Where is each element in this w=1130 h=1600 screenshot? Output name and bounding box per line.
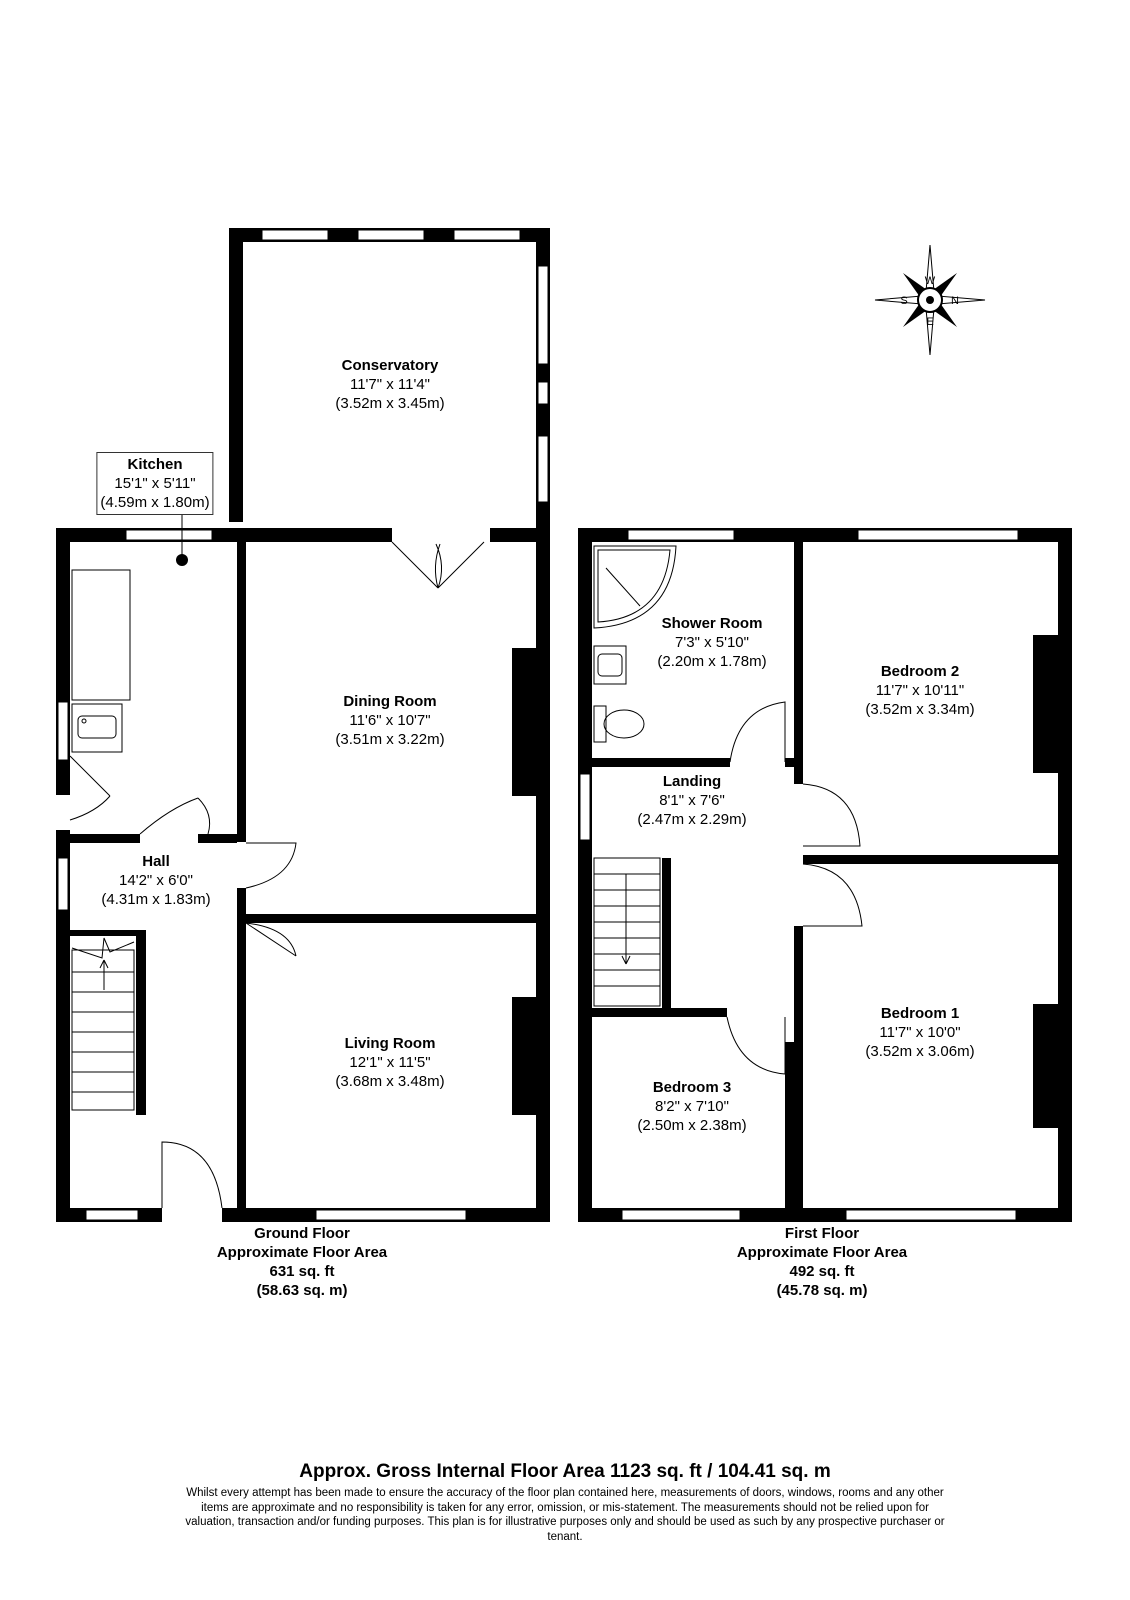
compass-w-label: W	[925, 275, 936, 287]
ground-floor-walls	[56, 228, 550, 1222]
living-room-label: Living Room 12'1" x 11'5" (3.68m x 3.48m…	[335, 1034, 444, 1091]
room-name: Hall	[142, 853, 170, 870]
room-name: Bedroom 1	[880, 1005, 960, 1022]
room-metric: (2.47m x 2.29m)	[637, 811, 747, 828]
room-metric: (2.20m x 1.78m)	[657, 653, 767, 670]
room-imperial: 8'2" x 7'10"	[655, 1098, 729, 1115]
room-metric: (3.68m x 3.48m)	[335, 1073, 445, 1090]
compass-e-label: E	[926, 316, 933, 328]
room-name: Living Room	[344, 1035, 436, 1052]
kitchen-marker	[176, 554, 188, 566]
room-metric: (3.51m x 3.22m)	[335, 731, 445, 748]
bedroom-3-label: Bedroom 3 8'2" x 7'10" (2.50m x 2.38m)	[637, 1078, 746, 1135]
floor-sqft: 631 sq. ft	[269, 1263, 335, 1280]
ground-floor-summary: Ground Floor Approximate Floor Area 631 …	[217, 1224, 387, 1300]
floor-sqm: (58.63 sq. m)	[256, 1282, 348, 1299]
conservatory-label: Conservatory 11'7" x 11'4" (3.52m x 3.45…	[335, 356, 444, 413]
room-imperial: 8'1" x 7'6"	[659, 792, 725, 809]
room-metric: (3.52m x 3.34m)	[865, 701, 975, 718]
kitchen-fittings	[71, 569, 131, 753]
bedroom-2-label: Bedroom 2 11'7" x 10'11" (3.52m x 3.34m)	[865, 662, 974, 719]
room-metric: (4.59m x 1.80m)	[100, 494, 210, 511]
room-metric: (4.31m x 1.83m)	[101, 891, 211, 908]
floor-caption: Approximate Floor Area	[216, 1244, 388, 1261]
landing-label: Landing 8'1" x 7'6" (2.47m x 2.29m)	[637, 772, 746, 829]
first-floor-windows	[579, 529, 1019, 1221]
kitchen-label: Kitchen 15'1" x 5'11" (4.59m x 1.80m)	[96, 452, 214, 515]
room-imperial: 7'3" x 5'10"	[675, 634, 749, 651]
footer: Approx. Gross Internal Floor Area 1123 s…	[0, 1460, 1130, 1544]
compass-s-label: S	[900, 295, 907, 307]
room-name: Landing	[662, 773, 722, 790]
room-metric: (3.52m x 3.06m)	[865, 1043, 975, 1060]
first-floor-summary: First Floor Approximate Floor Area 492 s…	[737, 1224, 907, 1300]
room-name: Conservatory	[341, 357, 439, 374]
room-imperial: 11'7" x 11'4"	[349, 376, 431, 393]
room-imperial: 14'2" x 6'0"	[119, 872, 193, 889]
ground-floor-windows	[57, 229, 549, 1221]
compass-rose: W E S N	[874, 244, 986, 356]
disclaimer: Whilst every attempt has been made to en…	[185, 1487, 945, 1543]
shower-fittings	[593, 545, 677, 743]
room-name: Bedroom 3	[652, 1079, 732, 1096]
dining-room-label: Dining Room 11'6" x 10'7" (3.51m x 3.22m…	[335, 692, 444, 749]
stairs-ground	[71, 937, 135, 1111]
stairs-first	[593, 857, 661, 1007]
room-imperial: 15'1" x 5'11"	[114, 475, 196, 492]
room-metric: (2.50m x 2.38m)	[637, 1117, 747, 1134]
hall-label: Hall 14'2" x 6'0" (4.31m x 1.83m)	[101, 852, 210, 909]
room-imperial: 11'7" x 10'11"	[875, 682, 965, 699]
floor-name: First Floor	[784, 1225, 860, 1242]
room-imperial: 11'7" x 10'0"	[879, 1024, 961, 1041]
room-name: Bedroom 2	[880, 663, 960, 680]
first-floor-doors	[726, 701, 863, 1075]
room-metric: (3.52m x 3.45m)	[335, 395, 445, 412]
first-floor-openings	[727, 758, 803, 1017]
bedroom-1-label: Bedroom 1 11'7" x 10'0" (3.52m x 3.06m)	[865, 1004, 974, 1061]
room-name: Kitchen	[127, 456, 183, 473]
floor-sqft: 492 sq. ft	[789, 1263, 855, 1280]
floor-name: Ground Floor	[254, 1225, 350, 1242]
compass-n-label: N	[951, 295, 959, 307]
room-name: Shower Room	[661, 615, 763, 632]
room-name: Dining Room	[343, 693, 437, 710]
floor-sqm: (45.78 sq. m)	[776, 1282, 868, 1299]
room-imperial: 12'1" x 11'5"	[349, 1054, 431, 1071]
gross-floor-area: Approx. Gross Internal Floor Area 1123 s…	[299, 1461, 831, 1482]
ground-floor-openings	[56, 528, 490, 1222]
room-imperial: 11'6" x 10'7"	[349, 712, 431, 729]
ground-floor-doors	[69, 541, 485, 1209]
shower-room-label: Shower Room 7'3" x 5'10" (2.20m x 1.78m)	[657, 614, 766, 671]
floor-caption: Approximate Floor Area	[736, 1244, 908, 1261]
